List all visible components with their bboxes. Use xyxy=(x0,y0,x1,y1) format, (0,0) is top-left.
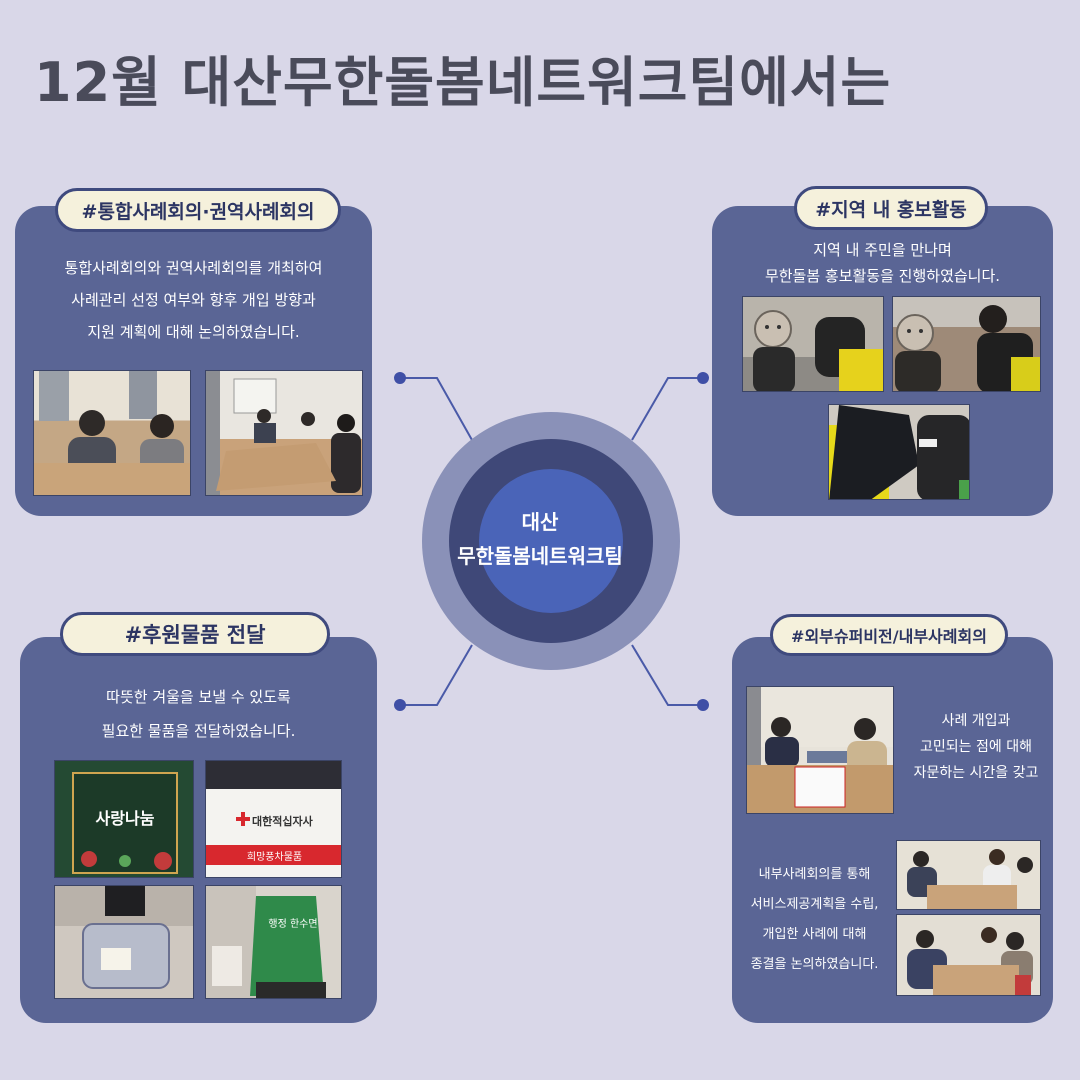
desc-line: 종결을 논의하였습니다. xyxy=(750,957,879,972)
desc-line: 사례 개입과 xyxy=(941,713,1011,729)
bag-label: 행정 한수면 xyxy=(268,919,318,930)
desc-line: 지역 내 주민을 만나며 xyxy=(813,241,952,259)
photo-internal-meeting-1 xyxy=(896,840,1041,910)
photo-meeting-2 xyxy=(205,370,363,496)
tag-promotion: #지역 내 홍보활동 xyxy=(794,186,988,230)
photo-donation-1: 사랑나눔 xyxy=(54,760,194,878)
photo-supervision xyxy=(746,686,894,814)
donation-box-label: 사랑나눔 xyxy=(95,809,155,828)
center-ring-inner xyxy=(479,469,623,613)
desc-supervision-2: 내부사례회의를 통해 서비스제공계획을 수립, 개입한 사례에 대해 종결을 논… xyxy=(732,860,897,980)
desc-line: 서비스제공계획을 수립, xyxy=(750,897,879,912)
photo-donation-4: 행정 한수면 xyxy=(205,885,342,999)
desc-line: 필요한 물품을 전달하였습니다. xyxy=(101,722,296,740)
center-label-line2: 무한돌봄네트워크팀 xyxy=(457,544,623,568)
photo-promotion-1 xyxy=(742,296,884,392)
photo-meeting-1 xyxy=(33,370,191,496)
desc-donation: 따뜻한 겨울을 보낼 수 있도록 필요한 물품을 전달하였습니다. xyxy=(20,680,377,748)
photo-donation-3 xyxy=(54,885,194,999)
tag-case-meeting: #통합사례회의·권역사례회의 xyxy=(55,188,341,232)
desc-line: 지원 계획에 대해 논의하였습니다. xyxy=(87,323,300,341)
tag-donation: #후원물품 전달 xyxy=(60,612,330,656)
desc-line: 자문하는 시간을 갖고 xyxy=(913,765,1039,781)
page-title: 12월 대산무한돌봄네트워크팀에서는 xyxy=(34,51,892,114)
desc-line: 개입한 사례에 대해 xyxy=(762,927,867,942)
photo-promotion-2 xyxy=(892,296,1041,392)
center-label: 대산 무한돌봄네트워크팀 xyxy=(440,505,640,573)
center-label-line1: 대산 xyxy=(521,510,559,534)
desc-line: 사례관리 선정 여부와 향후 개입 방향과 xyxy=(71,291,316,309)
photo-donation-2: 대한적십자사 희망풍차물품 xyxy=(205,760,342,878)
photo-internal-meeting-2 xyxy=(896,914,1041,996)
desc-supervision-1: 사례 개입과 고민되는 점에 대해 자문하는 시간을 갖고 xyxy=(894,708,1058,786)
relief-goods-label: 희망풍차물품 xyxy=(246,852,303,863)
tag-supervision: #외부슈퍼비전/내부사례회의 xyxy=(770,614,1008,656)
red-cross-label: 대한적십자사 xyxy=(252,815,313,828)
desc-line: 통합사례회의와 권역사례회의를 개최하여 xyxy=(64,259,323,277)
desc-line: 무한돌봄 홍보활동을 진행하였습니다. xyxy=(764,267,1001,285)
desc-promotion: 지역 내 주민을 만나며 무한돌봄 홍보활동을 진행하였습니다. xyxy=(712,237,1053,289)
desc-line: 고민되는 점에 대해 xyxy=(920,739,1032,755)
photo-promotion-3 xyxy=(828,404,970,500)
desc-line: 내부사례회의를 통해 xyxy=(758,867,871,882)
desc-case-meeting: 통합사례회의와 권역사례회의를 개최하여 사례관리 선정 여부와 향후 개입 방… xyxy=(15,252,372,348)
desc-line: 따뜻한 겨울을 보낼 수 있도록 xyxy=(106,688,291,706)
